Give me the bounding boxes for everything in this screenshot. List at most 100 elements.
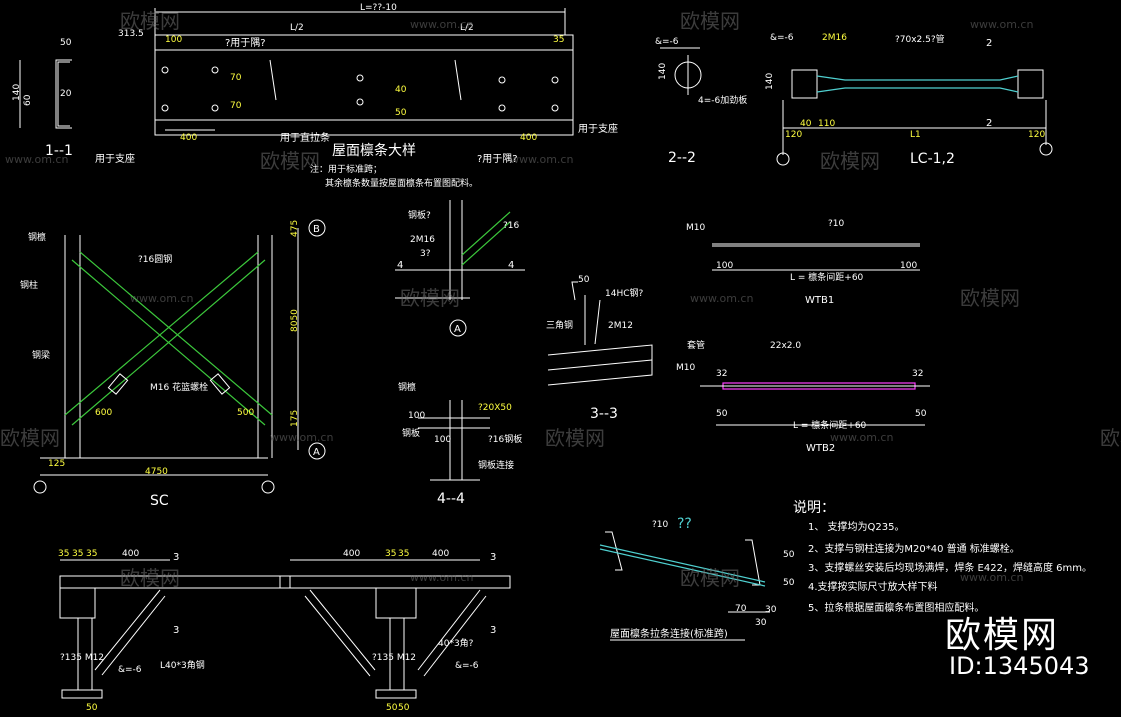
wtb1: M10 ?10 100 100 L = 檩条间距+60 WTB1: [686, 219, 920, 306]
lc-dim-140: 140: [765, 73, 775, 90]
lc-title: LC-1,2: [910, 151, 955, 167]
wtb2-tube: 22x2.0: [770, 341, 801, 351]
wtb1-rod: M10: [686, 223, 705, 233]
bm-bolt: ?135 M12: [372, 653, 416, 663]
d44-label-2: ?20X50: [478, 403, 512, 413]
bm-dim-400b: 400: [432, 549, 449, 559]
lc-pipe: ?70x2.5?管: [895, 33, 945, 45]
d33-dim: 50: [578, 275, 590, 285]
purlin-dim-70a: 70: [230, 73, 242, 83]
bm-dim-400a: 400: [343, 549, 360, 559]
hole-label-1: ?用于隅?: [225, 37, 266, 49]
sc-bracing: B A 钢檩 ?16圆钢 钢柱 M16 花篮螺栓 钢梁 475 8050 125…: [20, 219, 326, 509]
bl-dim-400: 400: [122, 549, 139, 559]
s22-dim: 140: [658, 63, 668, 80]
detail-4: A 4 4 钢板? ?16 2M16 3?: [395, 200, 525, 337]
bm-mark-top: 3: [490, 552, 496, 563]
bl-mark-top: 3: [173, 552, 179, 563]
tie-dim-50b: 50: [783, 578, 795, 588]
d33-label-3: 三角钢: [546, 319, 573, 331]
wm-brand: 欧模网: [120, 566, 180, 590]
detail-4-4: 钢檩 ?20X50 钢板 ?16钢板 钢板连接 100 100 4--4: [398, 381, 522, 507]
bm-dim-35a: 35: [385, 549, 396, 559]
purlin-dim-400a: 400: [180, 133, 197, 143]
wtb2-dim-32a: 32: [716, 369, 727, 379]
wtb1-dim-left: 100: [716, 261, 733, 271]
lc-detail: ?70x2.5?管 &=-6 2M16 120 40 110 L1 120 14…: [765, 33, 1053, 167]
hole-label-3: 用于支座: [95, 152, 135, 165]
d4-label-1: 钢板?: [408, 209, 431, 221]
d44-label-3: 钢板: [402, 427, 420, 439]
lc-mark-bottom: 2: [986, 118, 992, 129]
wtb2-dim-l: 50: [716, 409, 728, 419]
sc-label-4: M16 花篮螺栓: [150, 381, 208, 393]
purlin-half-left: L/2: [290, 23, 304, 33]
brand-logo-text: 欧模网: [945, 615, 1060, 656]
d44-label-4: ?16钢板: [488, 433, 522, 445]
sc-dim-4750: 4750: [145, 467, 168, 477]
wm-brand: 欧模网: [0, 426, 60, 450]
bm-mark-bottom: 3: [490, 625, 496, 636]
purlin-note-1: 注：用于标准跨；: [310, 163, 382, 175]
wm-brand: 欧模网: [545, 426, 605, 450]
purlin-dim-313: 313.5: [118, 29, 144, 39]
note-3: 3、支撑螺丝安装后均现场满焊，焊条 E422，焊缝高度 6mm。: [808, 561, 1092, 574]
sc-label-2: ?16圆钢: [138, 253, 172, 265]
d44-dim-2: 100: [434, 435, 451, 445]
wtb2: 套管 22x2.0 M10 50 50 32 32 L = 檩条间距+60 WT…: [676, 339, 930, 454]
d4-mark-left: 4: [397, 260, 403, 271]
lc-dim-40: 40: [800, 119, 812, 129]
bm-dim-50a: 50: [386, 703, 398, 713]
model-id: ID:1345043: [949, 652, 1090, 680]
wm-brand: 欧模网: [400, 286, 460, 310]
wm-site: www.om.cn: [830, 431, 893, 444]
purlin-dim-35: 35: [553, 35, 564, 45]
bl-angle: L40*3角钢: [160, 659, 205, 671]
bl-dim-35c: 35: [86, 549, 97, 559]
wm-site: www.om.cn: [5, 153, 68, 166]
tie-dim-30a: 30: [765, 605, 777, 615]
bl-dim-35a: 35: [58, 549, 69, 559]
purlin-dim-40: 40: [395, 85, 407, 95]
purlin-half-right: L/2: [460, 23, 474, 33]
wtb2-title: WTB2: [806, 443, 835, 454]
wm-site: www.om.cn: [130, 292, 193, 305]
watermark-layer: 欧模网 欧模网 www.om.cn www.om.cn 欧模网 欧模网 www.…: [0, 9, 1121, 590]
wm-brand: 欧模网: [120, 9, 180, 33]
bm-plate: &=-6: [455, 661, 479, 671]
notes-heading: 说明：: [793, 500, 835, 516]
detail-3-3: 50 14HC钢? 2M12 三角钢 3--3: [546, 275, 653, 422]
bl-mark-bottom: 3: [173, 625, 179, 636]
wm-brand: 欧模网: [260, 149, 320, 173]
tie-detail: ?10 ?? 50 50 30 70 30 屋面檩条拉条连接(标准跨): [599, 516, 795, 641]
wtb2-dim-32b: 32: [912, 369, 923, 379]
sc-dim-8050: 8050: [290, 309, 300, 332]
sc-dim-500: 500: [237, 408, 254, 418]
d4-axis: A: [454, 324, 461, 335]
wtb2-length: L = 檩条间距+60: [793, 419, 867, 431]
wm-brand: 欧模网: [680, 566, 740, 590]
bm-dim-35b: 35: [398, 549, 409, 559]
s22-title: 2--2: [668, 150, 696, 166]
lc-dim-110: 110: [818, 119, 835, 129]
d44-label-1: 钢檩: [398, 381, 416, 393]
wm-site: www.om.cn: [510, 153, 573, 166]
sc-label-5: 钢梁: [32, 349, 50, 361]
lc-bolt: 2M16: [822, 33, 847, 43]
d33-label-2: 2M12: [608, 321, 633, 331]
note-1: 1、 支撑均为Q235。: [808, 520, 905, 533]
d4-label-2: ?16: [503, 221, 520, 231]
d44-title: 4--4: [437, 491, 465, 507]
bm-dim-50b: 50: [398, 703, 410, 713]
d33-title: 3--3: [590, 406, 618, 422]
purlin-dim-50: 50: [395, 108, 407, 118]
bl-plate: &=-6: [118, 665, 142, 675]
section-1-1: 50 140 60 20 1--1: [12, 38, 73, 159]
wm-site: www.om.cn: [410, 571, 473, 584]
wtb1-dim-right: 100: [900, 261, 917, 271]
d4-label-3: 2M16: [410, 235, 435, 245]
s11-dim-60: 60: [23, 94, 33, 106]
note-4: 4.支撑按实际尺寸放大样下料: [808, 580, 938, 593]
tie-dim-50a: 50: [783, 550, 795, 560]
